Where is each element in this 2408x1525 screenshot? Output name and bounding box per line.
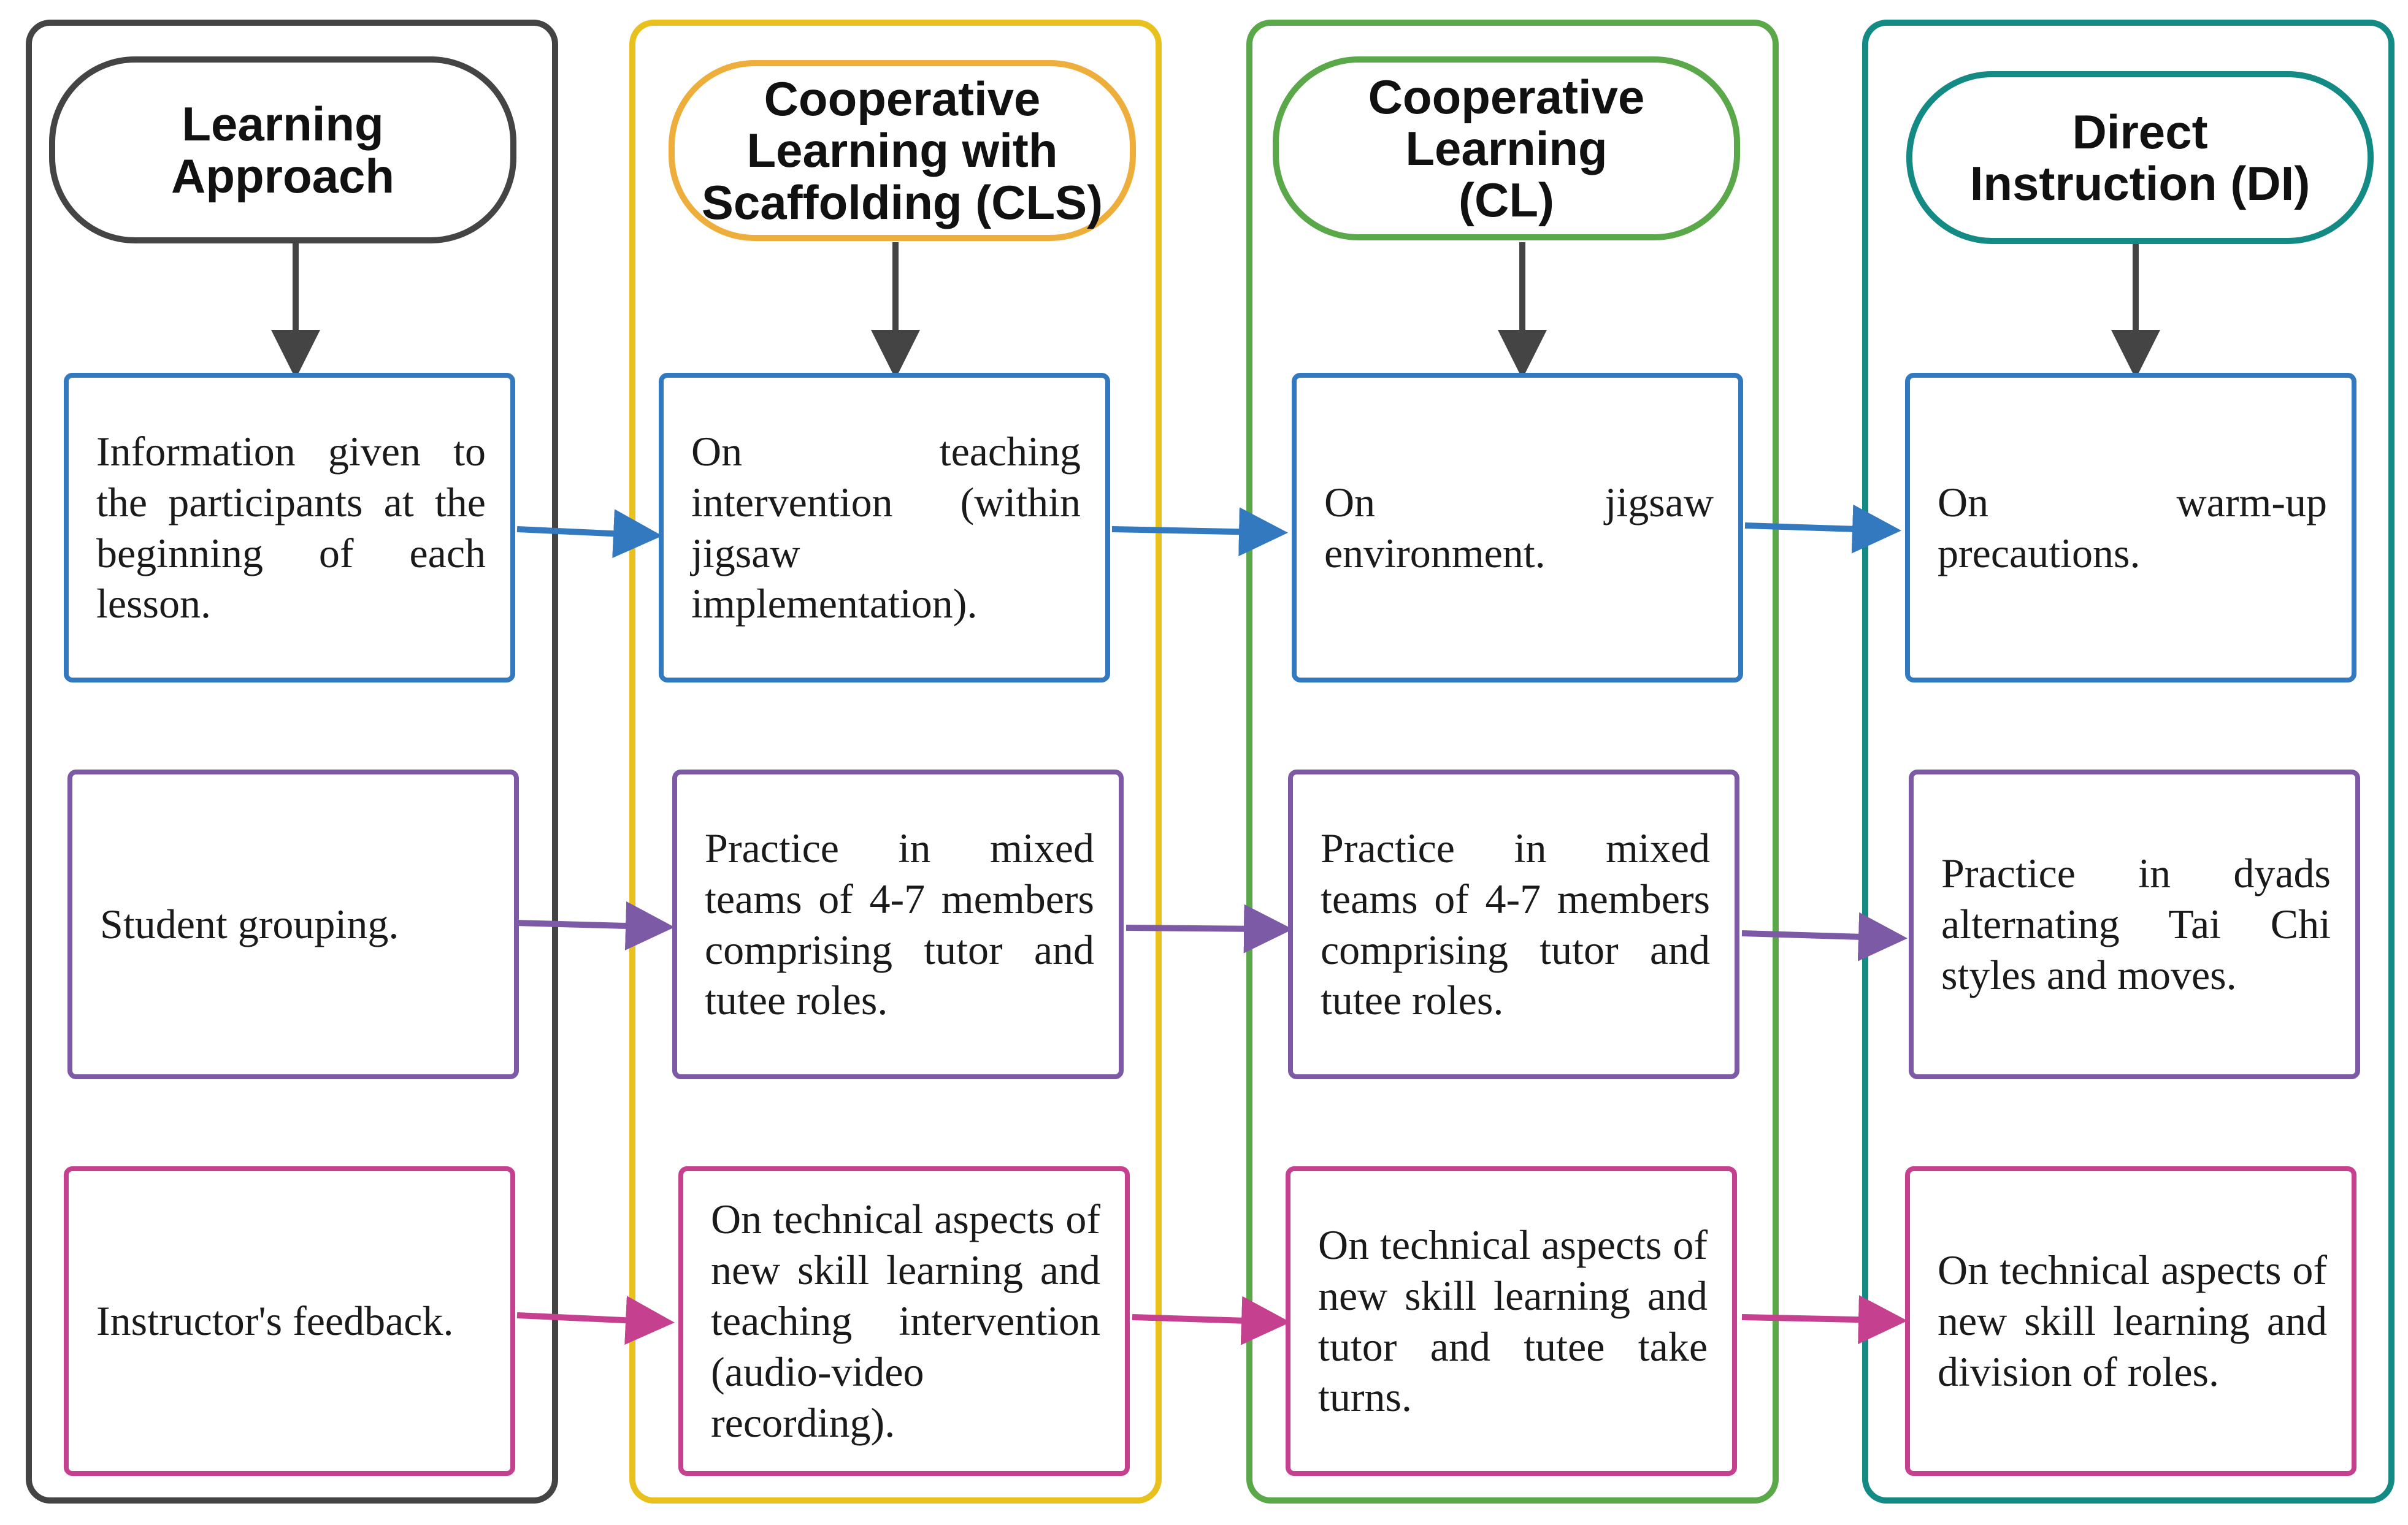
- cell-approach-grouping: Student grouping.: [67, 770, 519, 1079]
- cell-approach-feedback: Instructor's feedback.: [64, 1166, 515, 1476]
- cell-cl-feedback: On technical aspects of new skill learni…: [1286, 1166, 1737, 1476]
- column-cls: [629, 20, 1162, 1504]
- arrow-row2-cls-to-cl: [1125, 904, 1293, 954]
- column-cl: [1246, 20, 1779, 1504]
- arrow-row1-approach-to-cls: [516, 509, 662, 559]
- header-learning-approach: Learning Approach: [49, 56, 516, 243]
- cell-di-grouping: Practice in dyads alternating Tai Chi st…: [1909, 770, 2360, 1079]
- cell-di-information: On warm-up precautions.: [1905, 373, 2356, 682]
- arrow-row1-cls-to-cl: [1111, 507, 1288, 557]
- cell-cl-grouping: Practice in mixed teams of 4-7 members c…: [1288, 770, 1739, 1079]
- cell-cls-grouping: Practice in mixed teams of 4-7 members c…: [672, 770, 1124, 1079]
- header-di: Direct Instruction (DI): [1906, 71, 2374, 244]
- arrow-row3-cls-to-cl: [1132, 1296, 1290, 1345]
- column-di: [1862, 20, 2395, 1504]
- column-learning-approach: [26, 20, 558, 1504]
- header-cl: Cooperative Learning (CL): [1273, 56, 1740, 240]
- arrow-row2-approach-to-cls: [515, 901, 675, 950]
- cell-cls-information: On teaching intervention (within jigsaw …: [659, 373, 1110, 682]
- cell-cl-information: On jigsaw environment.: [1292, 373, 1743, 682]
- cell-approach-information: Information given to the participants at…: [64, 373, 515, 682]
- arrow-row3-approach-to-cls: [516, 1296, 675, 1345]
- arrow-row3-cl-to-di: [1741, 1295, 1908, 1345]
- arrow-row2-cl-to-di: [1741, 912, 1908, 961]
- header-cls: Cooperative Learning with Scaffolding (C…: [669, 60, 1136, 241]
- cell-di-feedback: On technical aspects of new skill learni…: [1905, 1166, 2356, 1476]
- cell-cls-feedback: On technical aspects of new skill learni…: [678, 1166, 1130, 1476]
- arrow-row1-cl-to-di: [1744, 504, 1901, 554]
